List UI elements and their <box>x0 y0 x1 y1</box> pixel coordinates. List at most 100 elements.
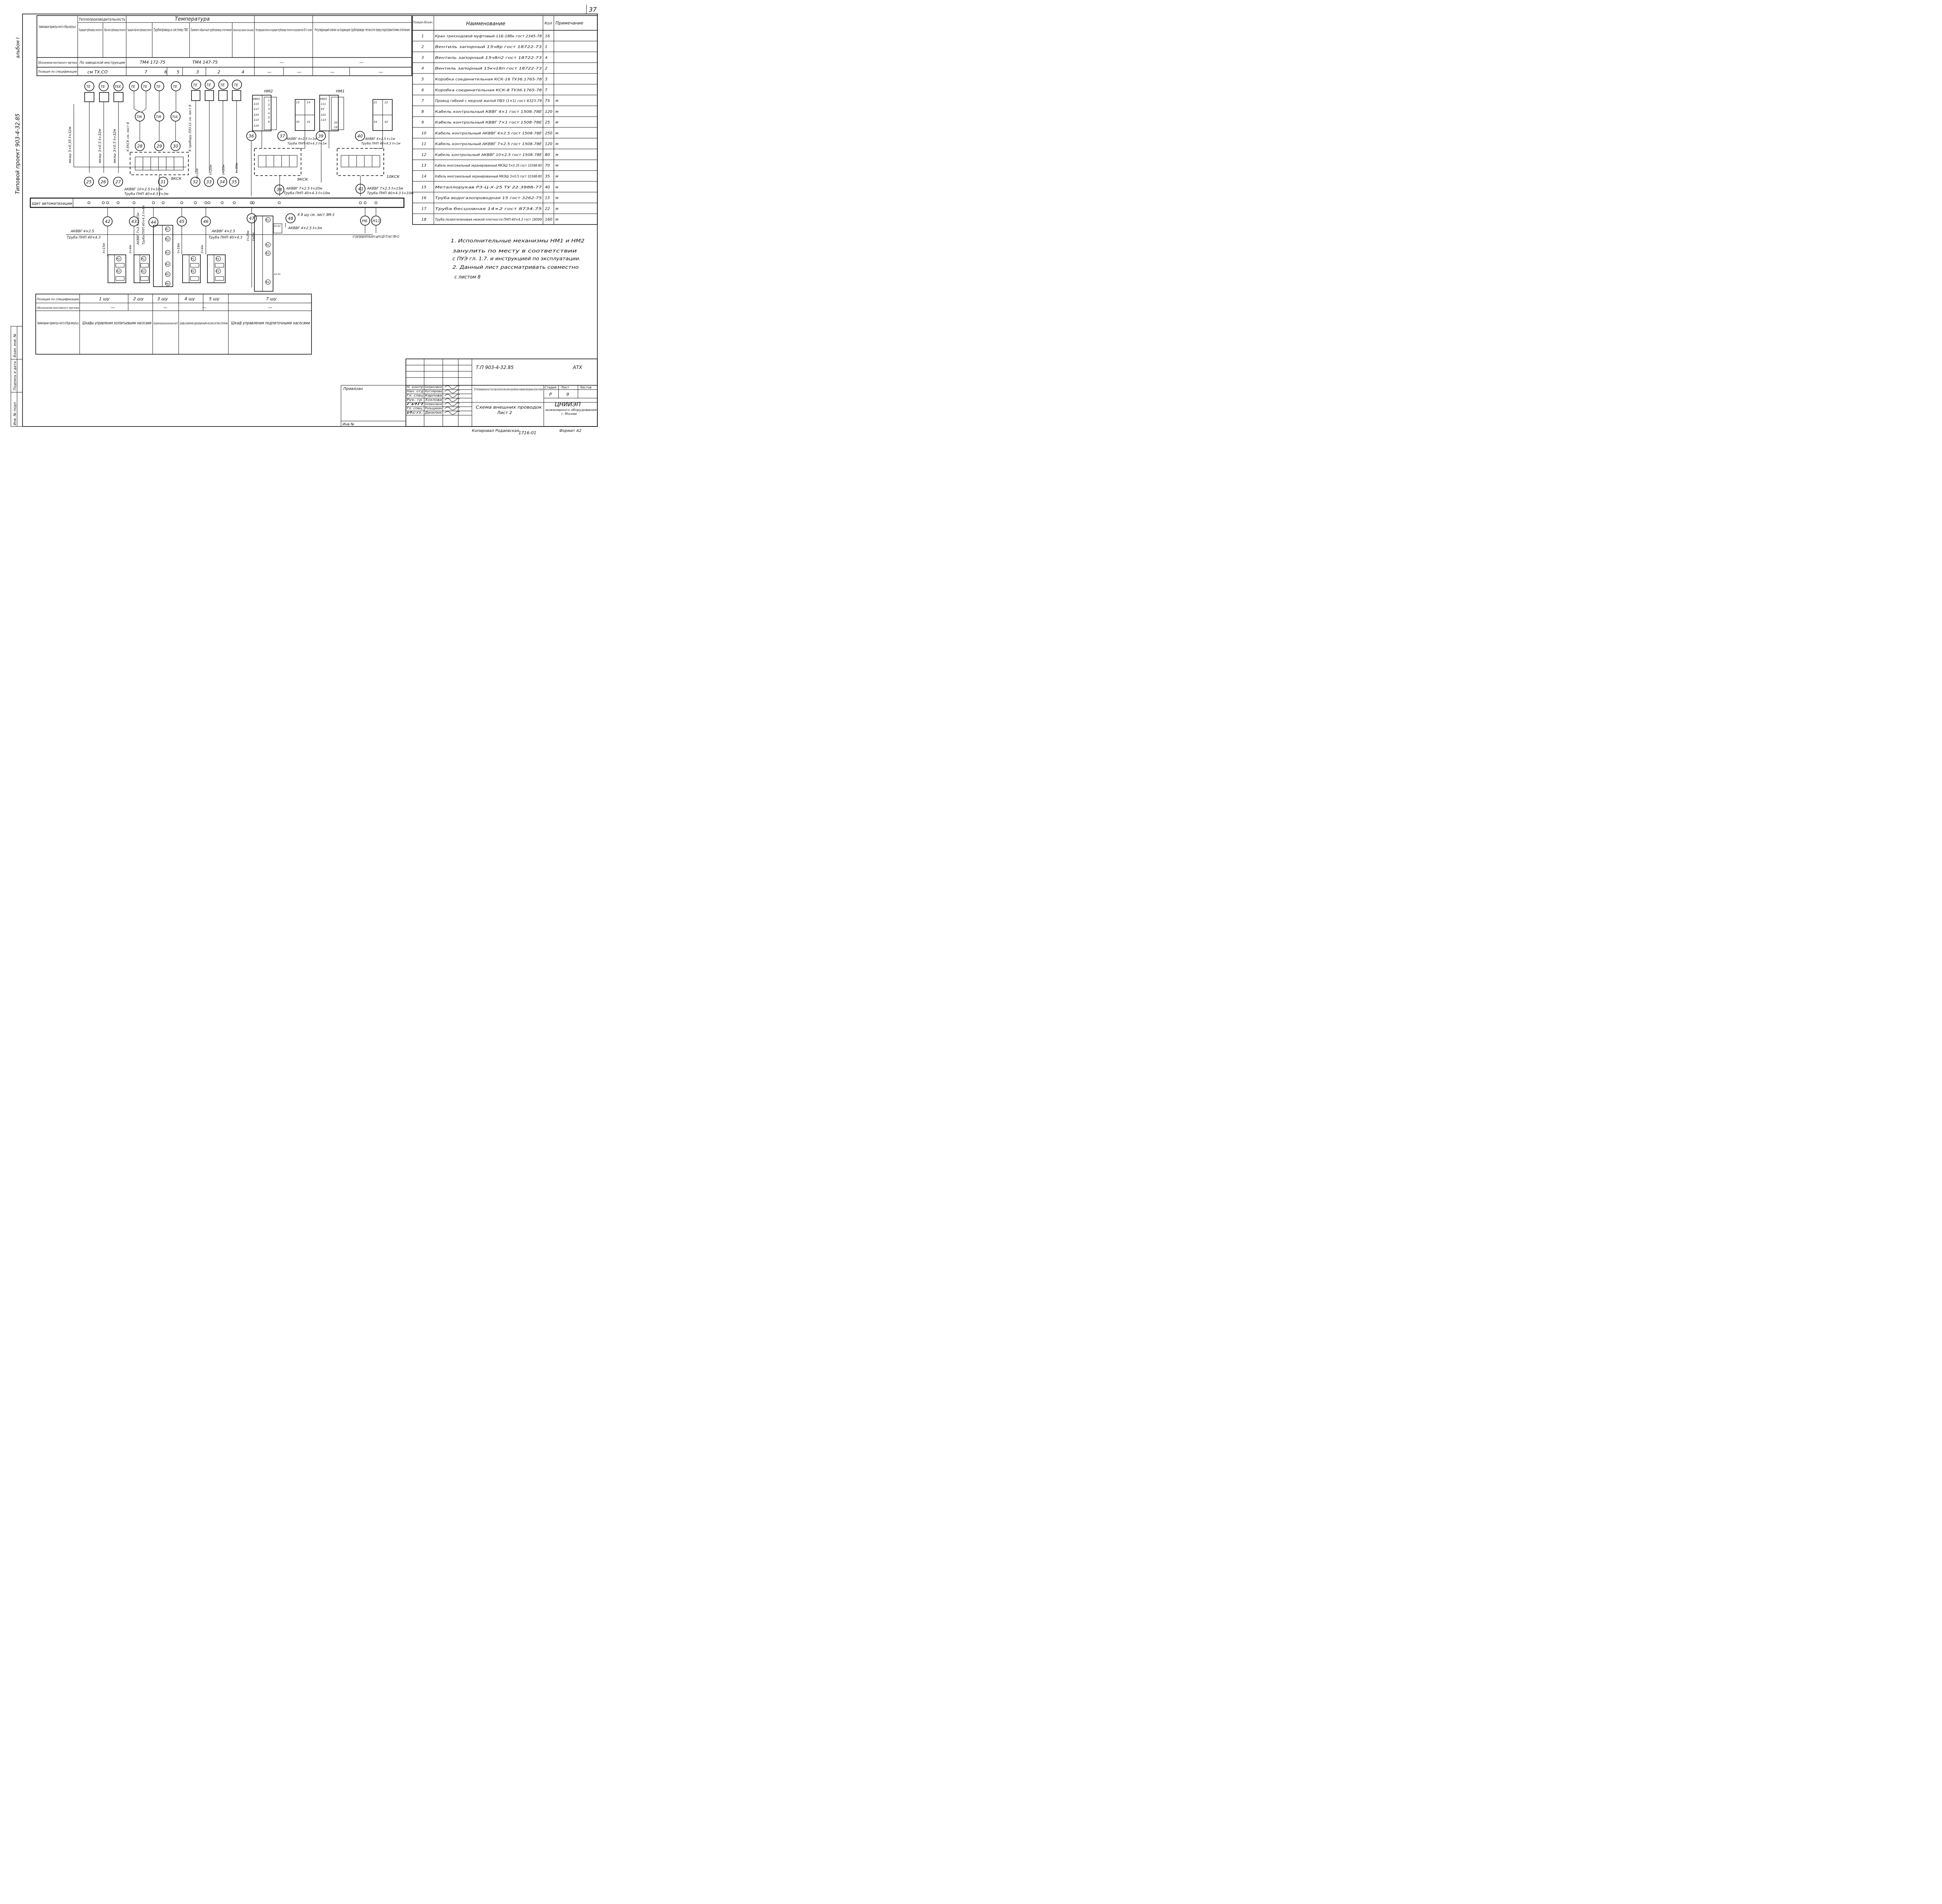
col-supply-return: Подающий и обратный трубопровод теплосет… <box>127 28 151 32</box>
pos-circle-35: 35 <box>229 177 239 187</box>
cab-name-1: Шкафы управления хозпитьевыми насосами <box>82 320 151 325</box>
spec-row-name: Вентиль запорный 15ч8п2 гост 18722-73 <box>435 56 542 60</box>
spec-row-name: Кабель контрольный КВВГ 4×1 гост 1508-78… <box>435 110 542 114</box>
pos-circle-28: 28 <box>135 141 145 151</box>
svg-text:—: — <box>268 305 272 310</box>
svg-text:Р1: Р1 <box>191 258 195 261</box>
spec-row-pos: 13 <box>421 164 426 168</box>
sensor-boxes <box>84 90 241 102</box>
spec-row-note: м <box>555 196 559 200</box>
svg-text:40: 40 <box>357 134 363 139</box>
svg-text:Р2: Р2 <box>216 270 219 273</box>
tb-copied-by: Копировал Родаевская <box>472 429 519 433</box>
pos-circle-46: 46 <box>201 216 211 226</box>
note-line-3: с ПУЭ гл. 1.7. и инструкцией по эксплуат… <box>452 256 581 261</box>
svg-text:36: 36 <box>249 134 254 139</box>
spec-row-pos: 17 <box>421 207 426 211</box>
spec-row-pos: 14 <box>421 174 426 179</box>
connection-diagram: ТЕ ТЕ ТЕЕ ТЕ ТЕ ТЕ ТЕ ТЕ ТЕ ТЕ ТЕ TIR TI… <box>30 80 414 292</box>
svg-text:115: 115 <box>254 103 259 106</box>
svg-text:Труба ПНП 40×4.3 ℓ=10м: Труба ПНП 40×4.3 ℓ=10м <box>284 191 330 195</box>
spec-row-name: Кабель контрольный АКВВГ 4×2.5 гост 1508… <box>435 132 542 136</box>
svg-text:14: 14 <box>307 101 310 104</box>
stamp-signature: Подпись и дата <box>13 361 17 390</box>
tb-signature-name: Карпова <box>425 394 442 397</box>
svg-text:Н801: Н801 <box>253 97 260 101</box>
svg-text:29: 29 <box>157 144 162 149</box>
spec-row-qty: 3 <box>545 77 547 82</box>
cabinet-7shu: Р1 Р2 Р3 Р4 10-31 10-32 <box>254 216 282 292</box>
svg-text:48: 48 <box>288 216 293 221</box>
cabinet-3shu: Р1 Р2 Р3 Р4 Р5 Р6 <box>153 225 173 287</box>
svg-text:42: 42 <box>385 120 388 124</box>
pos-4: 4 <box>242 70 244 75</box>
svg-text:АКВВГ 4×2.5 ℓ=1м: АКВВГ 4×2.5 ℓ=1м <box>286 137 317 141</box>
drawing-tm147: ТМ4 147-75 <box>192 60 218 65</box>
tb-inv: Инв № <box>343 423 354 426</box>
spec-row-qty: 40 <box>545 185 550 190</box>
tb-project-title: ЦТП теплопроизводительностью 2 Гкал/ч. Д… <box>474 388 543 391</box>
svg-text:44: 44 <box>151 220 156 225</box>
spec-row-qty: 2 <box>545 66 547 71</box>
svg-text:Труба ПНП 40×4.3 ℓ=1м: Труба ПНП 40×4.3 ℓ=1м <box>287 142 327 145</box>
svg-text:ℓ=26м: ℓ=26м <box>246 231 250 241</box>
svg-text:TIR: TIR <box>156 115 161 119</box>
tb-signature-role: Исп. <box>407 411 423 414</box>
spec-row-name: Коробка соединительная КСК-16 ТУ36.1765-… <box>435 78 542 82</box>
svg-text:—: — <box>111 305 115 310</box>
drawing-tm172: ТМ4 172-75 <box>140 60 165 65</box>
svg-text:30: 30 <box>173 144 178 149</box>
note-line-2: занулить по месту в соответствии <box>452 248 577 254</box>
svg-text:Н11: Н11 <box>372 219 380 223</box>
spec-row-qty: 70 <box>545 164 550 168</box>
svg-text:2: 2 <box>268 103 270 106</box>
spec-row-note: м <box>555 153 559 157</box>
drawing-dash-2: — <box>359 60 364 65</box>
svg-text:119: 119 <box>254 124 259 127</box>
svg-text:Р2: Р2 <box>141 270 145 273</box>
svg-text:39: 39 <box>318 134 324 139</box>
sensor-te-10: ТЕ <box>232 80 242 90</box>
cab-pos-2: 2 шу <box>133 296 144 301</box>
col-temperature: Температура <box>175 16 210 22</box>
svg-text:АКВВГ 7×2.5 ℓ=20м: АКВВГ 7×2.5 ℓ=20м <box>286 187 322 191</box>
svg-text:Р1: Р1 <box>141 258 145 261</box>
svg-text:32: 32 <box>193 179 198 184</box>
spec-row: 10 Кабель контрольный АКВВГ 4×2.5 гост 15… <box>421 131 559 136</box>
pos-circle-39: 39 <box>316 131 326 141</box>
svg-text:38: 38 <box>277 187 282 192</box>
svg-text:ТЕ: ТЕ <box>220 84 224 87</box>
drawing-sheet: 37 Типовой проект 903-4-32.85 альбом I И… <box>10 5 598 435</box>
svg-text:ℓ=20м: ℓ=20м <box>222 165 225 175</box>
spec-row-pos: 12 <box>421 153 426 157</box>
spec-row-qty: 25 <box>545 120 550 125</box>
cabinet-5shu: Р1 Р2 <box>207 254 226 283</box>
panel-terminals <box>87 201 378 204</box>
svg-text:117: 117 <box>254 108 259 111</box>
tb-org: ЦНИИЭП <box>555 401 581 408</box>
cabinets-table: Позиция по спецификации 1 шу 2 шу 3 шу 4… <box>35 294 312 355</box>
svg-text:42: 42 <box>105 219 110 224</box>
svg-text:АКВВГ 4×2.5 ℓ=1м: АКВВГ 4×2.5 ℓ=1м <box>365 137 395 141</box>
cab-pos-3: 3 шу <box>157 296 168 301</box>
indicators: TIR TIR TIA <box>135 111 181 122</box>
svg-text:мкэш 5×0.35 ℓ=32м: мкэш 5×0.35 ℓ=32м <box>68 127 72 163</box>
svg-text:Р1: Р1 <box>165 228 169 231</box>
pos-circle-42: 42 <box>103 216 113 226</box>
actuator-nm2-label: НМ2 <box>264 89 273 94</box>
cab-pos-5: 5 шу <box>209 296 220 301</box>
actuator-nm2: НМ2 Н801 115 117 103 113 119 1 2 3 4 5 6 <box>252 89 277 131</box>
drawing-factory: По заводской инструкции <box>80 61 125 65</box>
svg-text:К ЕКСК см. лист 8: К ЕКСК см. лист 8 <box>126 122 130 151</box>
spec-row-pos: 10 <box>421 131 426 136</box>
pos-circle-n6: Н6 <box>360 216 370 226</box>
spec-row-qty: 4 <box>545 56 547 60</box>
col-valve-heating: Регулирующий клапан на подающем трубопро… <box>315 28 410 32</box>
tb-signature-role: Нач. отд <box>407 390 424 393</box>
pos-circle-37: 37 <box>277 131 287 141</box>
sensor-tee: ТЕЕ <box>113 81 124 91</box>
